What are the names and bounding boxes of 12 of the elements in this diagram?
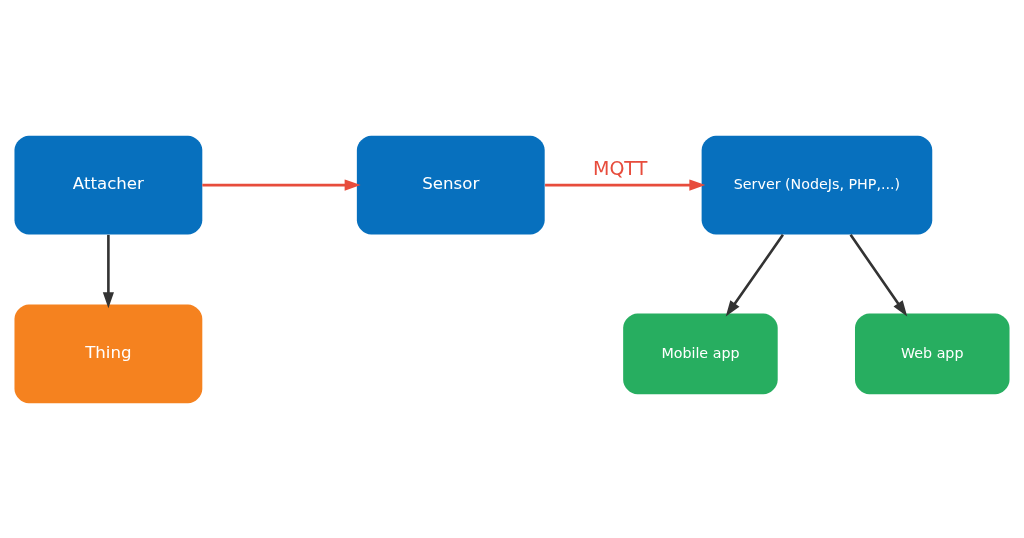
node-box: Thing xyxy=(14,304,203,403)
arrow xyxy=(849,233,908,317)
node-box: Sensor xyxy=(356,135,545,234)
edge-label: MQTT xyxy=(592,156,648,179)
node-box: Server (NodeJs, PHP,...) xyxy=(701,135,933,234)
arrow xyxy=(725,233,784,317)
node-box: Attacher xyxy=(14,135,203,234)
node-box: Web app xyxy=(855,313,1010,394)
node-box: Mobile app xyxy=(623,313,778,394)
arrow xyxy=(545,179,706,191)
arrow xyxy=(202,179,361,191)
arrow xyxy=(102,234,114,308)
